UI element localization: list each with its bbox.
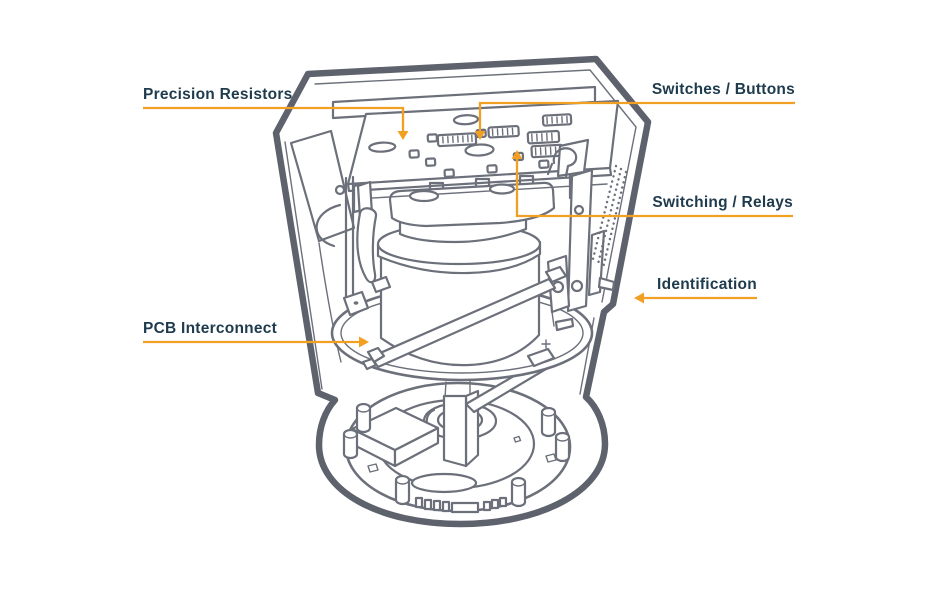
- label-pcb-interconnect: PCB Interconnect: [143, 320, 278, 337]
- arrow-up-icon: [511, 150, 523, 159]
- arrow-down-icon: [397, 131, 409, 140]
- switching-relays-leader-line: [515, 159, 793, 218]
- callout-switches-buttons: [474, 101, 795, 140]
- switches-buttons-leader-line: [478, 101, 795, 131]
- tie-rod: [361, 265, 568, 371]
- arrow-left-icon: [634, 292, 644, 304]
- arrow-down-icon: [474, 131, 486, 140]
- callout-identification: [634, 292, 757, 304]
- base-connector-pins: [414, 496, 508, 514]
- label-switches-buttons: Switches / Buttons: [651, 81, 795, 98]
- callout-switching-relays: [511, 150, 793, 218]
- callout-precision-resistors: [143, 106, 409, 140]
- standoff-posts: [342, 402, 571, 508]
- arrow-right-icon: [359, 336, 369, 348]
- label-identification: Identification: [657, 276, 757, 293]
- dip-switch-component: [436, 113, 573, 159]
- precision-resistors-leader-line: [143, 106, 405, 131]
- left-bracket-assembly: [315, 175, 392, 317]
- label-switching-relays: Switching / Relays: [652, 194, 793, 211]
- base-assembly: [342, 360, 572, 514]
- label-precision-resistors: Precision Resistors: [143, 86, 293, 103]
- callout-pcb-interconnect: [143, 336, 369, 348]
- relay-cylinder: [376, 174, 556, 367]
